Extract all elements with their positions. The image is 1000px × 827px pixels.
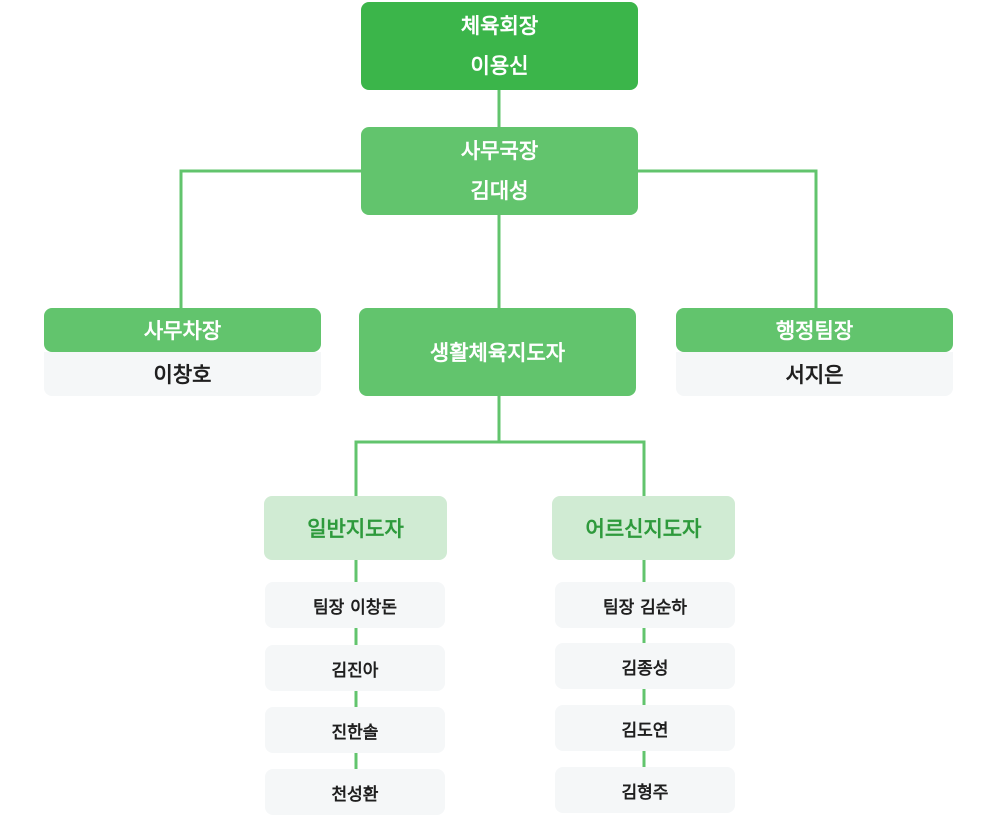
- member-name: 천성환: [331, 784, 379, 805]
- general-coach-member: 진한솔: [265, 707, 445, 753]
- member-name: 팀장 이창돈: [312, 597, 398, 618]
- member-name: 김형주: [621, 782, 669, 803]
- admin-team-lead-title-box: 행정팀장: [676, 308, 953, 352]
- member-name: 팀장 김순하: [602, 597, 688, 618]
- secretary-general-name: 김대성: [470, 179, 529, 203]
- general-coaches-box: 일반지도자: [264, 496, 447, 560]
- sports-coaches-title: 생활체육지도자: [429, 341, 566, 365]
- connector-secretary-admin: [638, 169, 818, 308]
- general-coach-member: 팀장 이창돈: [265, 582, 445, 628]
- admin-team-lead-name: 서지은: [785, 363, 844, 387]
- admin-team-lead-title: 행정팀장: [775, 319, 854, 343]
- senior-coach-member: 김종성: [555, 643, 735, 689]
- member-name: 진한솔: [331, 722, 379, 743]
- senior-coach-member: 김도연: [555, 705, 735, 751]
- general-coaches-title: 일반지도자: [307, 517, 404, 541]
- deputy-secretary-name-box: 이창호: [44, 352, 321, 396]
- deputy-secretary-title-box: 사무차장: [44, 308, 321, 352]
- deputy-secretary-name: 이창호: [153, 363, 212, 387]
- senior-coach-member: 김형주: [555, 767, 735, 813]
- general-coach-member: 김진아: [265, 645, 445, 691]
- chairman-title: 체육회장: [460, 14, 539, 38]
- sports-coaches-box: 생활체육지도자: [359, 308, 636, 396]
- senior-coach-member: 팀장 김순하: [555, 582, 735, 628]
- member-name: 김도연: [621, 720, 669, 741]
- admin-team-lead-name-box: 서지은: [676, 352, 953, 396]
- general-coach-member: 천성환: [265, 769, 445, 815]
- secretary-general-title: 사무국장: [460, 139, 539, 163]
- member-name: 김종성: [621, 658, 669, 679]
- connector-split-bar: [354, 440, 646, 496]
- deputy-secretary-title: 사무차장: [143, 319, 222, 343]
- chairman-box: 체육회장 이용신: [361, 2, 638, 90]
- chairman-name: 이용신: [470, 54, 529, 78]
- connector-secretary-deputy: [179, 169, 361, 308]
- senior-coaches-box: 어르신지도자: [552, 496, 735, 560]
- member-name: 김진아: [331, 660, 379, 681]
- senior-coaches-title: 어르신지도자: [585, 517, 702, 541]
- secretary-general-box: 사무국장 김대성: [361, 127, 638, 215]
